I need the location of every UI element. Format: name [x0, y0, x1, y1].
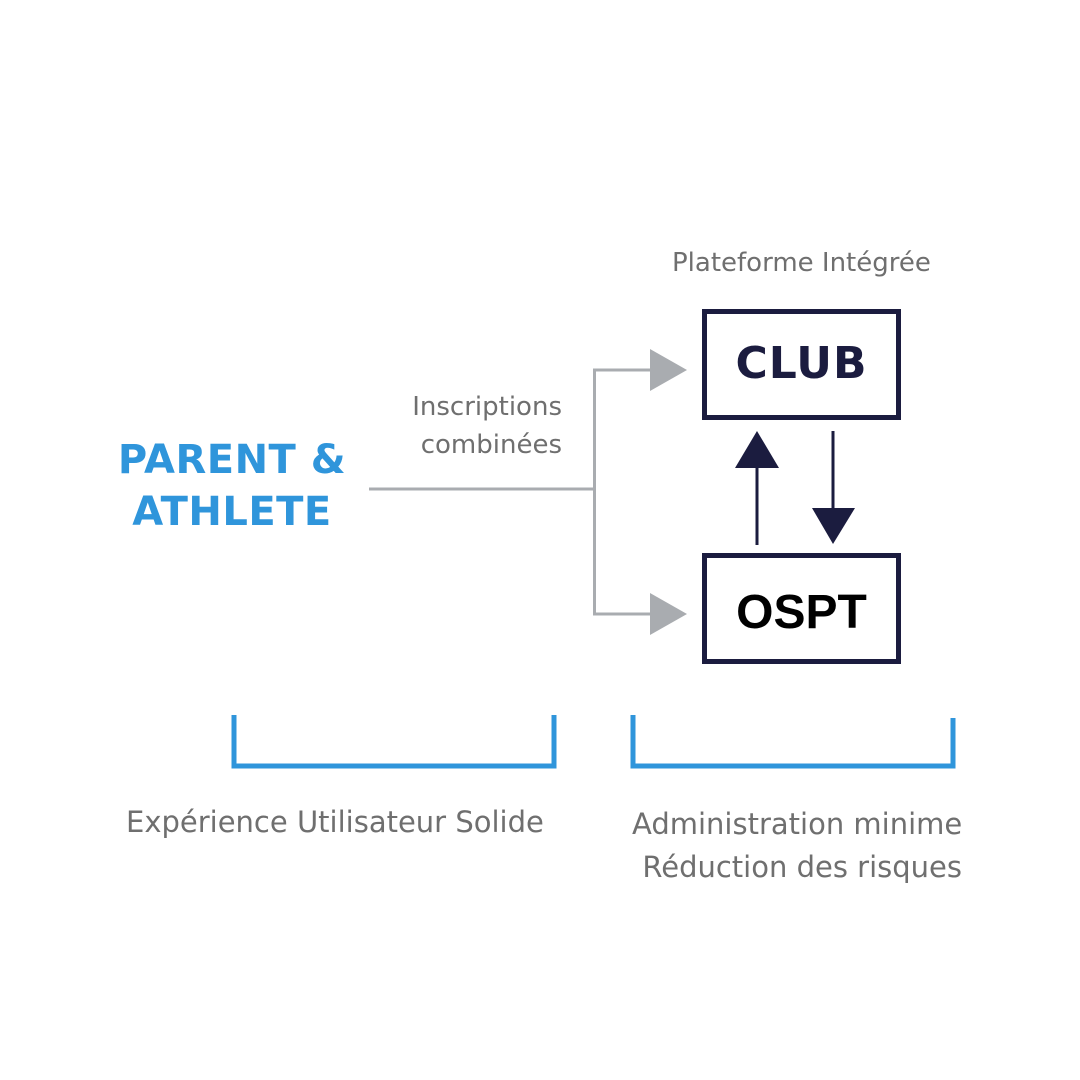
up-arrow — [735, 431, 779, 545]
parent-label-line2: ATHLETE — [132, 489, 332, 535]
admin-risk-label: Administration minime Réduction des risq… — [632, 803, 962, 889]
combined-registrations-label: Inscriptions combinées — [362, 388, 562, 464]
admin-label-line2: Réduction des risques — [642, 850, 962, 884]
parent-athlete-label: PARENT & ATHLETE — [112, 434, 352, 538]
down-arrow — [812, 431, 855, 544]
left-bracket — [231, 715, 557, 769]
right-bracket — [630, 715, 956, 769]
ospt-arrowhead — [650, 593, 687, 635]
admin-label-line1: Administration minime — [632, 807, 963, 841]
club-box: CLUB — [702, 309, 901, 420]
user-experience-label: Expérience Utilisateur Solide — [126, 805, 544, 839]
ospt-label: OSPT — [736, 586, 867, 639]
flow-label-line2: combinées — [420, 430, 562, 460]
flow-label-line1: Inscriptions — [412, 392, 562, 422]
platform-title: Plateforme Intégrée — [672, 248, 931, 278]
ospt-box: OSPT — [702, 553, 901, 664]
club-arrowhead — [650, 349, 687, 391]
parent-label-line1: PARENT & — [117, 437, 347, 483]
connector-lines — [369, 368, 652, 616]
club-label: CLUB — [735, 338, 868, 389]
